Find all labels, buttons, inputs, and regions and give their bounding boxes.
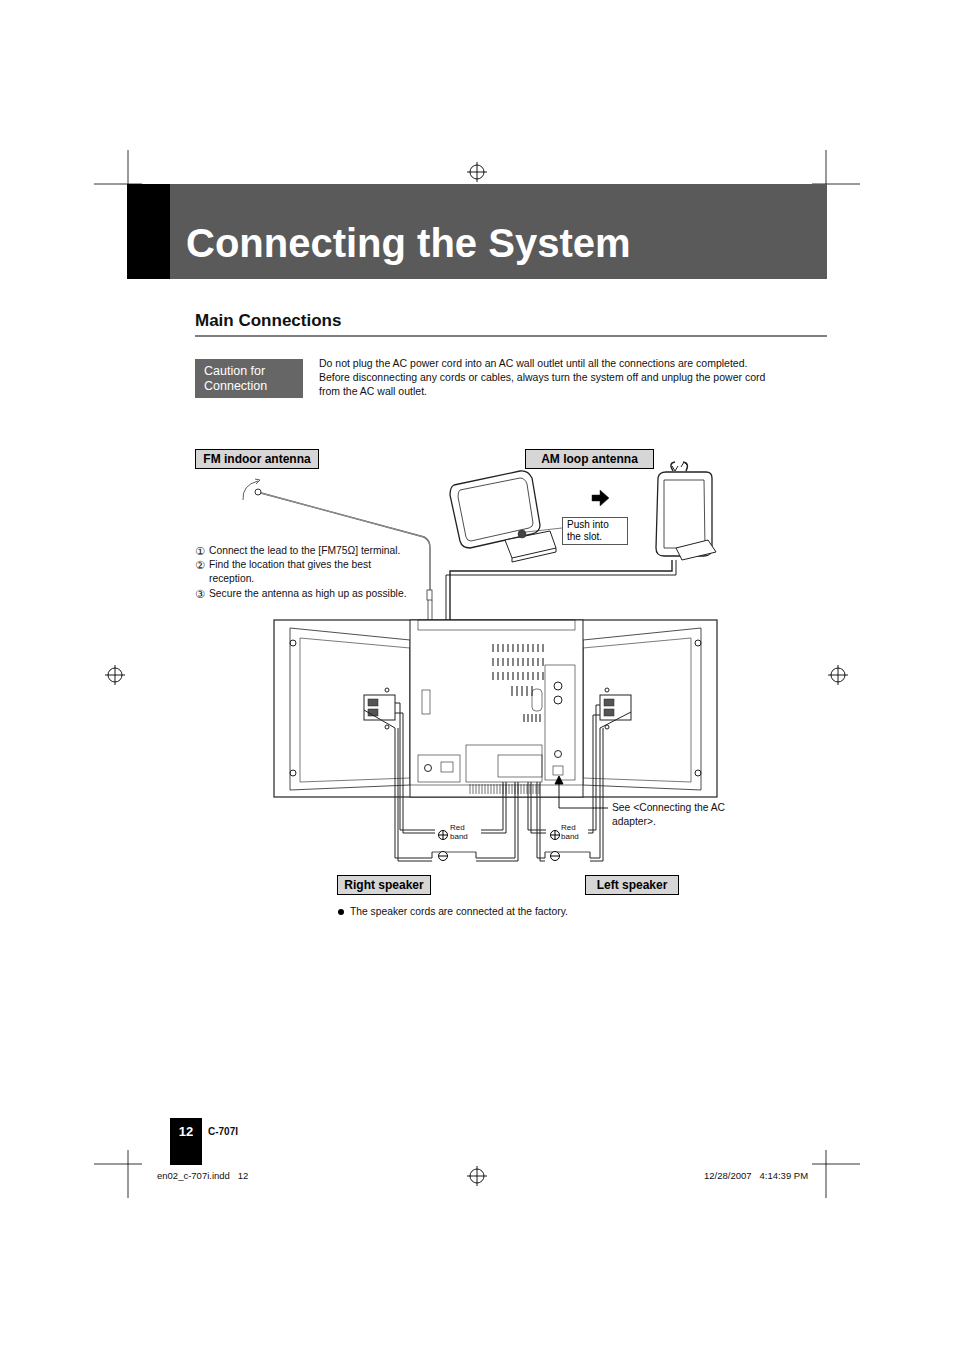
page-title: Connecting the System xyxy=(186,219,631,267)
box-text: FM indoor antenna xyxy=(203,452,310,466)
heading-rule xyxy=(195,335,827,336)
box-text: Left speaker xyxy=(597,878,668,892)
part-label-box: Right speaker xyxy=(337,875,431,895)
part-label-box: FM indoor antenna xyxy=(195,449,319,469)
bullet xyxy=(338,909,344,915)
callout-box: Push into the slot. xyxy=(562,517,628,545)
speaker-wires xyxy=(364,703,631,861)
box-text: AM loop antenna xyxy=(541,452,638,466)
callout-number: ① xyxy=(195,544,205,558)
step-text: Find the location that gives the best re… xyxy=(209,558,399,586)
box-text: 12 xyxy=(179,1124,193,1140)
callout-number: ② xyxy=(195,558,205,572)
page-number-box: 12 xyxy=(170,1118,202,1165)
box-text: Push into the slot. xyxy=(567,519,623,543)
section-heading: Main Connections xyxy=(195,310,341,331)
footer-text: 12/28/2007 4:14:39 PM xyxy=(704,1170,808,1182)
footer-text: en02_c-707i.indd 12 xyxy=(157,1170,248,1182)
title-banner xyxy=(170,184,827,279)
step-text: Connect the lead to the [FM75Ω] terminal… xyxy=(209,544,424,558)
main-unit-rear xyxy=(274,620,717,797)
crop-marks xyxy=(94,150,860,1198)
caution-text: Do not plug the AC power cord into an AC… xyxy=(319,356,781,398)
adapter-leader xyxy=(555,776,608,808)
fm-antenna xyxy=(243,479,432,764)
callout-number: ③ xyxy=(195,587,205,601)
note-text: The speaker cords are connected at the f… xyxy=(350,905,568,919)
box-text: Right speaker xyxy=(344,878,423,892)
registration-marks xyxy=(105,162,848,1186)
box-text: Caution for Connection xyxy=(204,364,294,394)
wire-label: Red band xyxy=(561,823,587,841)
step-text: Secure the antenna as high up as possibl… xyxy=(209,587,424,601)
part-label-box: AM loop antenna xyxy=(525,449,654,469)
model-number: C-707I xyxy=(208,1126,238,1139)
wire-label: Red band xyxy=(450,823,476,841)
title-tab xyxy=(127,184,170,279)
vent-slots xyxy=(470,644,543,794)
callout-text: See <Connecting the AC adapter>. xyxy=(612,801,740,829)
caution-box: Caution for Connection xyxy=(195,359,303,398)
part-label-box: Left speaker xyxy=(585,875,679,895)
